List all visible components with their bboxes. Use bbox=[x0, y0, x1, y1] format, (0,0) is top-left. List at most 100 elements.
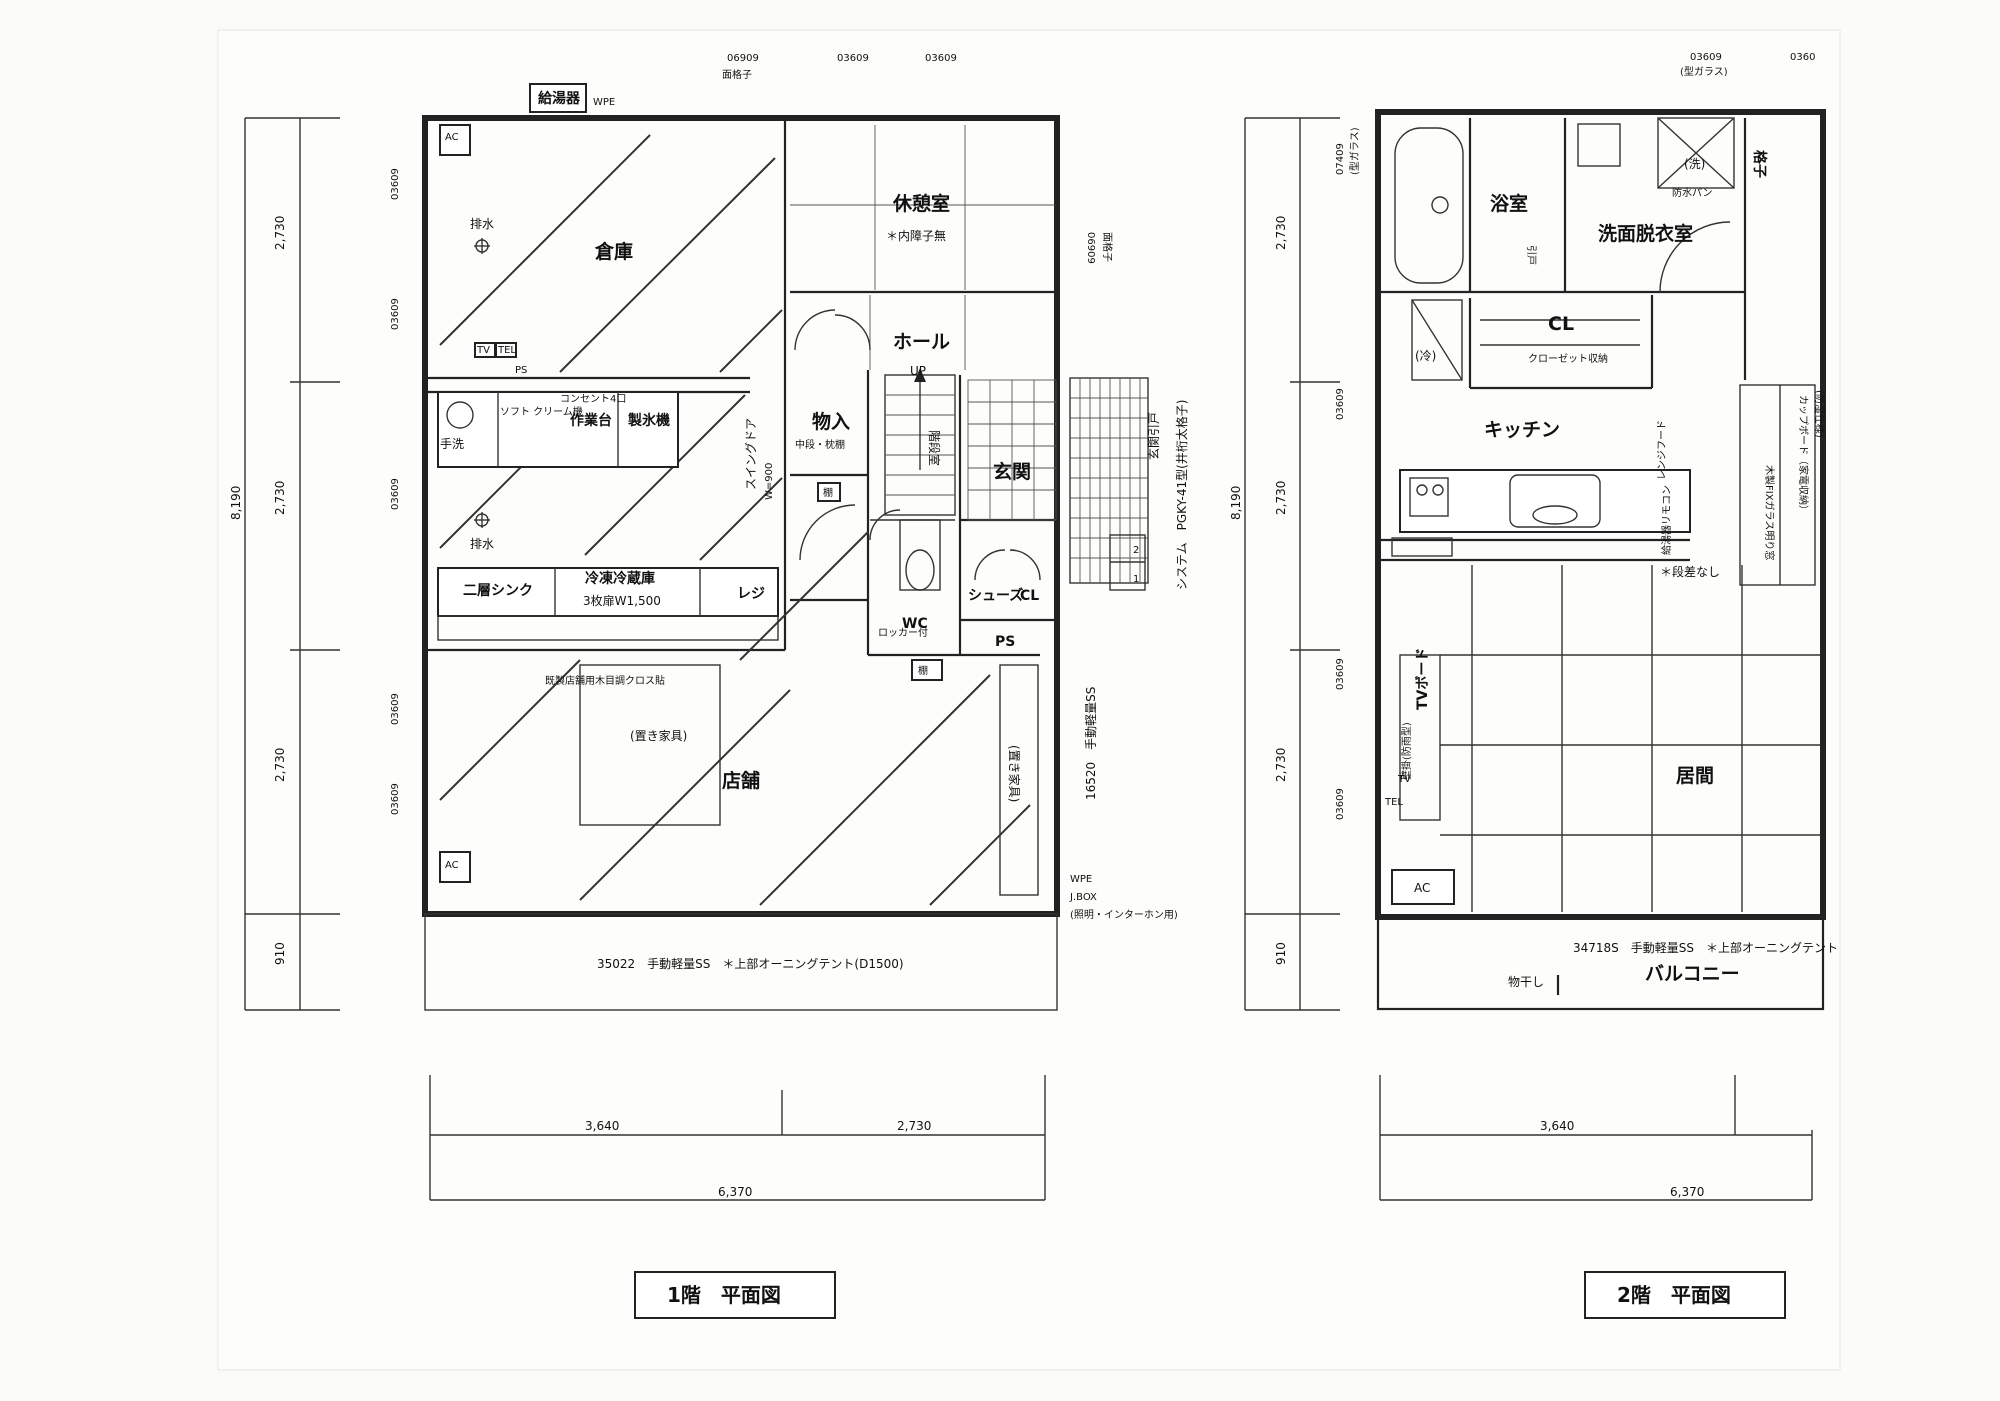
floor2-bathtub bbox=[1394, 127, 1464, 284]
floor1-system-note: システム PGKY-41型(井桁太格子) bbox=[1174, 400, 1189, 591]
floor1-sash-16520: 16520 手動軽量SS bbox=[1084, 687, 1098, 800]
floor1-room-kyukeishitsu: 休憩室 bbox=[892, 192, 950, 215]
floor1-back-counter bbox=[437, 567, 779, 617]
floor1-genkan-tiles bbox=[967, 377, 1149, 584]
floor1-up-label: UP bbox=[910, 364, 926, 378]
floor1-okikagu-2: (置き家具) bbox=[1007, 745, 1022, 802]
floor1-tel-label: TEL bbox=[497, 345, 516, 356]
floor1-room-souko: 倉庫 bbox=[594, 240, 633, 263]
floor1-wpe-bottom: WPE bbox=[1070, 874, 1092, 885]
floor2-window-07409: 07409 bbox=[1335, 143, 1346, 175]
floor2-living-grid bbox=[1440, 565, 1820, 912]
floor1-tana-bottom-label: 棚 bbox=[918, 664, 928, 677]
floor2-cupboard-label: カップボード（家電収納） bbox=[1797, 395, 1810, 515]
floor2-room-yokushitsu: 浴室 bbox=[1490, 192, 1528, 215]
floor2-room-kitchen: キッチン bbox=[1484, 419, 1560, 441]
floor1-genkan-hikido: 玄関引戸 bbox=[1146, 412, 1161, 460]
floor2-dansa: ＊段差なし bbox=[1660, 564, 1720, 579]
floor1-window-03609-a: 03609 bbox=[837, 53, 869, 64]
floor2-dim-6370: 6,370 bbox=[1670, 1185, 1704, 1199]
floor2-side-window-3: 03609 bbox=[1335, 788, 1346, 820]
floor1-ps-strip-label: PS bbox=[515, 365, 527, 376]
floor1-dimension-lines bbox=[244, 117, 1046, 1201]
floor1-side-window-1: 03609 bbox=[390, 168, 401, 200]
floor2-title-box bbox=[1584, 1271, 1786, 1319]
floor2-side-window-2: 03609 bbox=[1335, 658, 1346, 690]
floor2-dim-2730-2: 2,730 bbox=[1274, 481, 1288, 515]
floor1-water-heater-label: 給湯器 bbox=[538, 90, 581, 107]
floor2-dim-2730-3: 2,730 bbox=[1274, 748, 1288, 782]
floor2-ac: AC bbox=[1414, 881, 1430, 895]
floor2-room-cl: CL bbox=[1548, 313, 1574, 335]
floor1-tana-label: 棚 bbox=[823, 486, 833, 499]
floor1-display-table bbox=[579, 664, 721, 826]
floor1-title: 1階 平面図 bbox=[667, 1283, 781, 1307]
floor2-tv-board-label: TVボード bbox=[1415, 648, 1431, 710]
floor2-plan: 03609 (型ガラス) 0360 浴室 洗面脱衣室 (洗) 防水パン 引戸 0… bbox=[1229, 52, 1838, 1319]
floor1-w900-label: W=900 bbox=[764, 463, 775, 500]
floor1-rest-grid bbox=[790, 125, 1055, 370]
floor2-mono-hoshi: 物干し bbox=[1508, 975, 1544, 989]
floor1-store-hatch bbox=[439, 531, 1031, 906]
floor1-nishou-sink-label: 二層シンク bbox=[463, 583, 533, 599]
floor1-reji-label: レジ bbox=[737, 586, 765, 602]
floor2-room-kyoma: 居間 bbox=[1676, 765, 1714, 787]
floor1-window-side-06909-sub: 面格子 bbox=[1101, 232, 1114, 262]
floor1-dim-2730-2: 2,730 bbox=[273, 481, 287, 515]
floor1-ac-bottom: AC bbox=[445, 860, 459, 871]
floor1-dim-6370: 6,370 bbox=[718, 1185, 752, 1199]
floor1-stairs bbox=[884, 368, 956, 516]
floor1-side-shelf bbox=[999, 664, 1039, 896]
floor1-seihyouki-label: 製氷機 bbox=[627, 412, 670, 429]
floor1-tv-label: TV bbox=[476, 345, 490, 356]
floor2-room-senmen: 洗面脱衣室 bbox=[1598, 222, 1693, 245]
floor1-dim-2730-1: 2,730 bbox=[273, 216, 287, 250]
floor2-top-window-sub: (型ガラス) bbox=[1680, 65, 1728, 78]
floor1-title-box bbox=[634, 1271, 836, 1319]
floor1-room-hall: ホール bbox=[893, 331, 950, 353]
floor2-dim-2730-1: 2,730 bbox=[1274, 216, 1288, 250]
floor1-uchi-shoji-note: ＊内障子無 bbox=[886, 228, 946, 243]
floor1-konsento-label: コンセント4口 bbox=[560, 393, 626, 405]
floor1-room-cl: CL bbox=[1020, 588, 1039, 604]
floor2-gyokuza: 格子 bbox=[1751, 150, 1768, 178]
floor1-soft-cream-label: ソフト クリーム機 bbox=[500, 405, 583, 418]
floor1-room-tenpo: 店舗 bbox=[722, 769, 760, 792]
floor1-ac-top: AC bbox=[445, 132, 459, 143]
floor1-dim-910: 910 bbox=[273, 942, 287, 965]
floor2-title: 2階 平面図 bbox=[1617, 1283, 1731, 1307]
floor1-room-wc: WC bbox=[902, 616, 928, 632]
floor1-shutter-note: 35022 手動軽量SS ＊上部オーニングテント(D1500) bbox=[597, 956, 904, 971]
floor1-plan: 給湯器 WPE AC AC 排水 排水 倉庫 休憩室 ＊内障子無 ホール 物入 … bbox=[229, 53, 1189, 1319]
floor2-room-balcony: バルコニー bbox=[1645, 963, 1740, 985]
floor2-tel-small: TEL bbox=[1384, 797, 1403, 808]
floor2-top-window-2: 0360 bbox=[1790, 52, 1815, 63]
floor1-kaidan-label: 階段室 bbox=[927, 430, 942, 466]
floor1-reitou-sub-label: 3枚扉W1,500 bbox=[583, 593, 661, 608]
floor2-tv-note: 壁掛(防雨型) bbox=[1400, 722, 1413, 780]
floor1-side-window-4: 03609 bbox=[390, 693, 401, 725]
floor1-room-genkan: 玄関 bbox=[993, 460, 1031, 483]
floor1-counter-note: 既製店舗用木目調クロス貼 bbox=[545, 674, 665, 687]
floor1-wpe-top: WPE bbox=[593, 97, 615, 108]
floor1-dim-2730-h: 2,730 bbox=[897, 1119, 931, 1133]
floor1-doors bbox=[794, 309, 1041, 581]
floor1-window-03609-b: 03609 bbox=[925, 53, 957, 64]
floor2-fix-glass: 木製FIXガラス明り窓 bbox=[1763, 465, 1776, 560]
floor2-dim-910: 910 bbox=[1274, 942, 1288, 965]
floor1-work-counter bbox=[437, 391, 679, 468]
floor2-balcony bbox=[1376, 915, 1825, 1011]
floor2-closet-label: クローゼット収納 bbox=[1528, 352, 1608, 365]
floor1-swing-door-label: スイングドア bbox=[744, 418, 758, 490]
floor1-reitou-label: 冷凍冷蔵庫 bbox=[585, 570, 655, 587]
floor1-jbox-label: J.BOX bbox=[1069, 892, 1097, 903]
floor2-dim-3640: 3,640 bbox=[1540, 1119, 1574, 1133]
floor1-jbox-sub-label: (照明・インターホン用) bbox=[1070, 909, 1178, 921]
floor2-dimension-lines bbox=[1244, 117, 1813, 1201]
floor2-kyuuyu: 給湯器リモコン bbox=[1660, 485, 1673, 555]
floor2-interior-walls bbox=[1378, 118, 1747, 562]
floor2-top-window: 03609 bbox=[1690, 52, 1722, 63]
floor2-hikido: 引戸 bbox=[1525, 245, 1537, 265]
floor1-terrace bbox=[424, 913, 1058, 1011]
